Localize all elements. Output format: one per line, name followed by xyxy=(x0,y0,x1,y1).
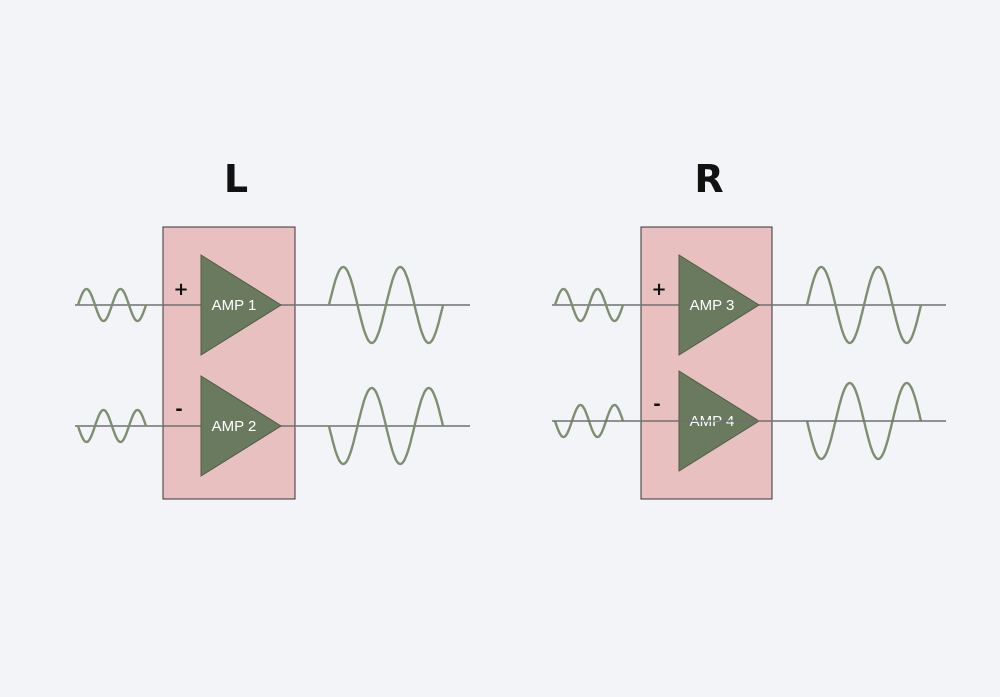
amplifier-triangle-3 xyxy=(678,254,760,356)
amplifier-triangle-1 xyxy=(200,254,282,356)
polarity-minus-2: - xyxy=(175,399,182,420)
amp-label-3: AMP 3 xyxy=(690,297,735,314)
polarity-minus-4: - xyxy=(653,394,660,415)
channel-left: L + AMP 1 - AMP 2 xyxy=(75,157,470,500)
amp-label-1: AMP 1 xyxy=(212,297,257,314)
output-wave-2 xyxy=(327,386,445,466)
polarity-plus-3: + xyxy=(651,279,666,300)
channel-label-right: R xyxy=(694,157,723,201)
amp-path-1: + AMP 1 xyxy=(75,254,470,356)
output-wave-1 xyxy=(327,265,445,345)
input-wave-1 xyxy=(76,287,148,323)
channel-right: R + AMP 3 - AMP 4 xyxy=(552,157,946,500)
channel-label-left: L xyxy=(224,157,248,201)
input-wave-2 xyxy=(76,408,148,444)
input-wave-3 xyxy=(553,287,625,323)
polarity-plus-1: + xyxy=(173,279,188,300)
output-wave-3 xyxy=(805,265,923,345)
amp-path-2: - AMP 2 xyxy=(75,375,470,477)
amplifier-triangle-2 xyxy=(200,375,282,477)
amp-path-4: - AMP 4 xyxy=(552,370,946,472)
amp-label-2: AMP 2 xyxy=(212,418,257,435)
amp-box-right xyxy=(640,226,773,500)
amp-path-3: + AMP 3 xyxy=(552,254,946,356)
